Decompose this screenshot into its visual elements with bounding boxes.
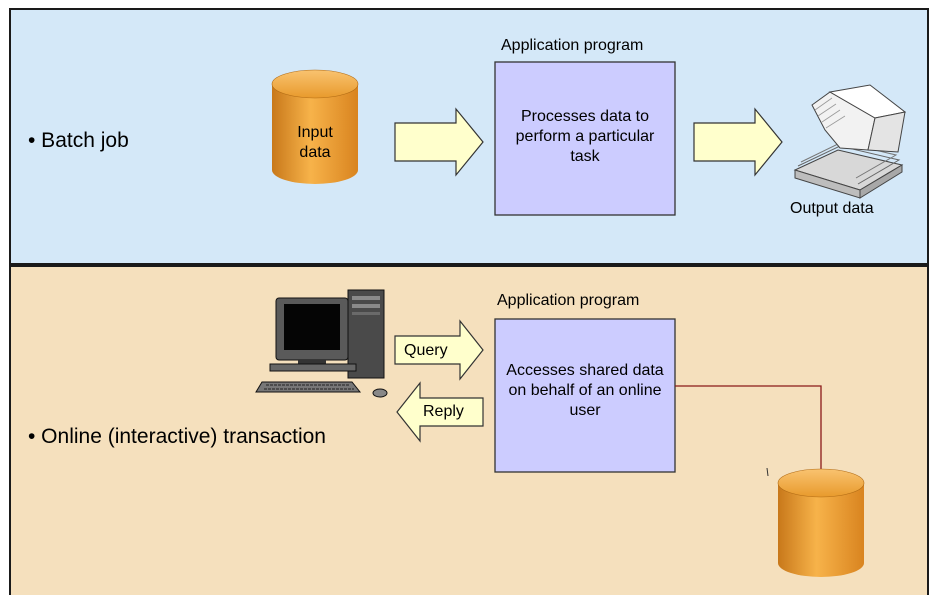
- input-data-label: Input data: [297, 124, 333, 161]
- batch-arrow-output: [693, 107, 783, 177]
- online-program-text: Accesses shared data on behalf of an onl…: [506, 362, 664, 419]
- batch-program-text: Processes data to perform a particular t…: [515, 108, 655, 165]
- reply-label: Reply: [423, 403, 464, 420]
- desktop-computer-icon: [255, 289, 388, 398]
- tick-mark: [766, 467, 769, 477]
- query-label: Query: [404, 342, 448, 359]
- online-transaction-label: • Online (interactive) transaction: [28, 425, 326, 448]
- reply-arrow: [396, 381, 484, 443]
- output-data-label: Output data: [790, 200, 874, 217]
- shared-database-icon: [777, 468, 865, 577]
- printer-output-icon: [793, 84, 907, 199]
- batch-program-box: [494, 61, 676, 216]
- batch-arrow-input: [394, 107, 484, 177]
- batch-program-title: Application program: [501, 37, 644, 54]
- online-program-title: Application program: [497, 292, 640, 309]
- batch-input-database-icon: [271, 69, 359, 184]
- program-database-link: [675, 385, 822, 470]
- batch-job-label: • Batch job: [28, 129, 129, 152]
- online-program-box: [494, 318, 676, 473]
- query-arrow: [394, 319, 484, 381]
